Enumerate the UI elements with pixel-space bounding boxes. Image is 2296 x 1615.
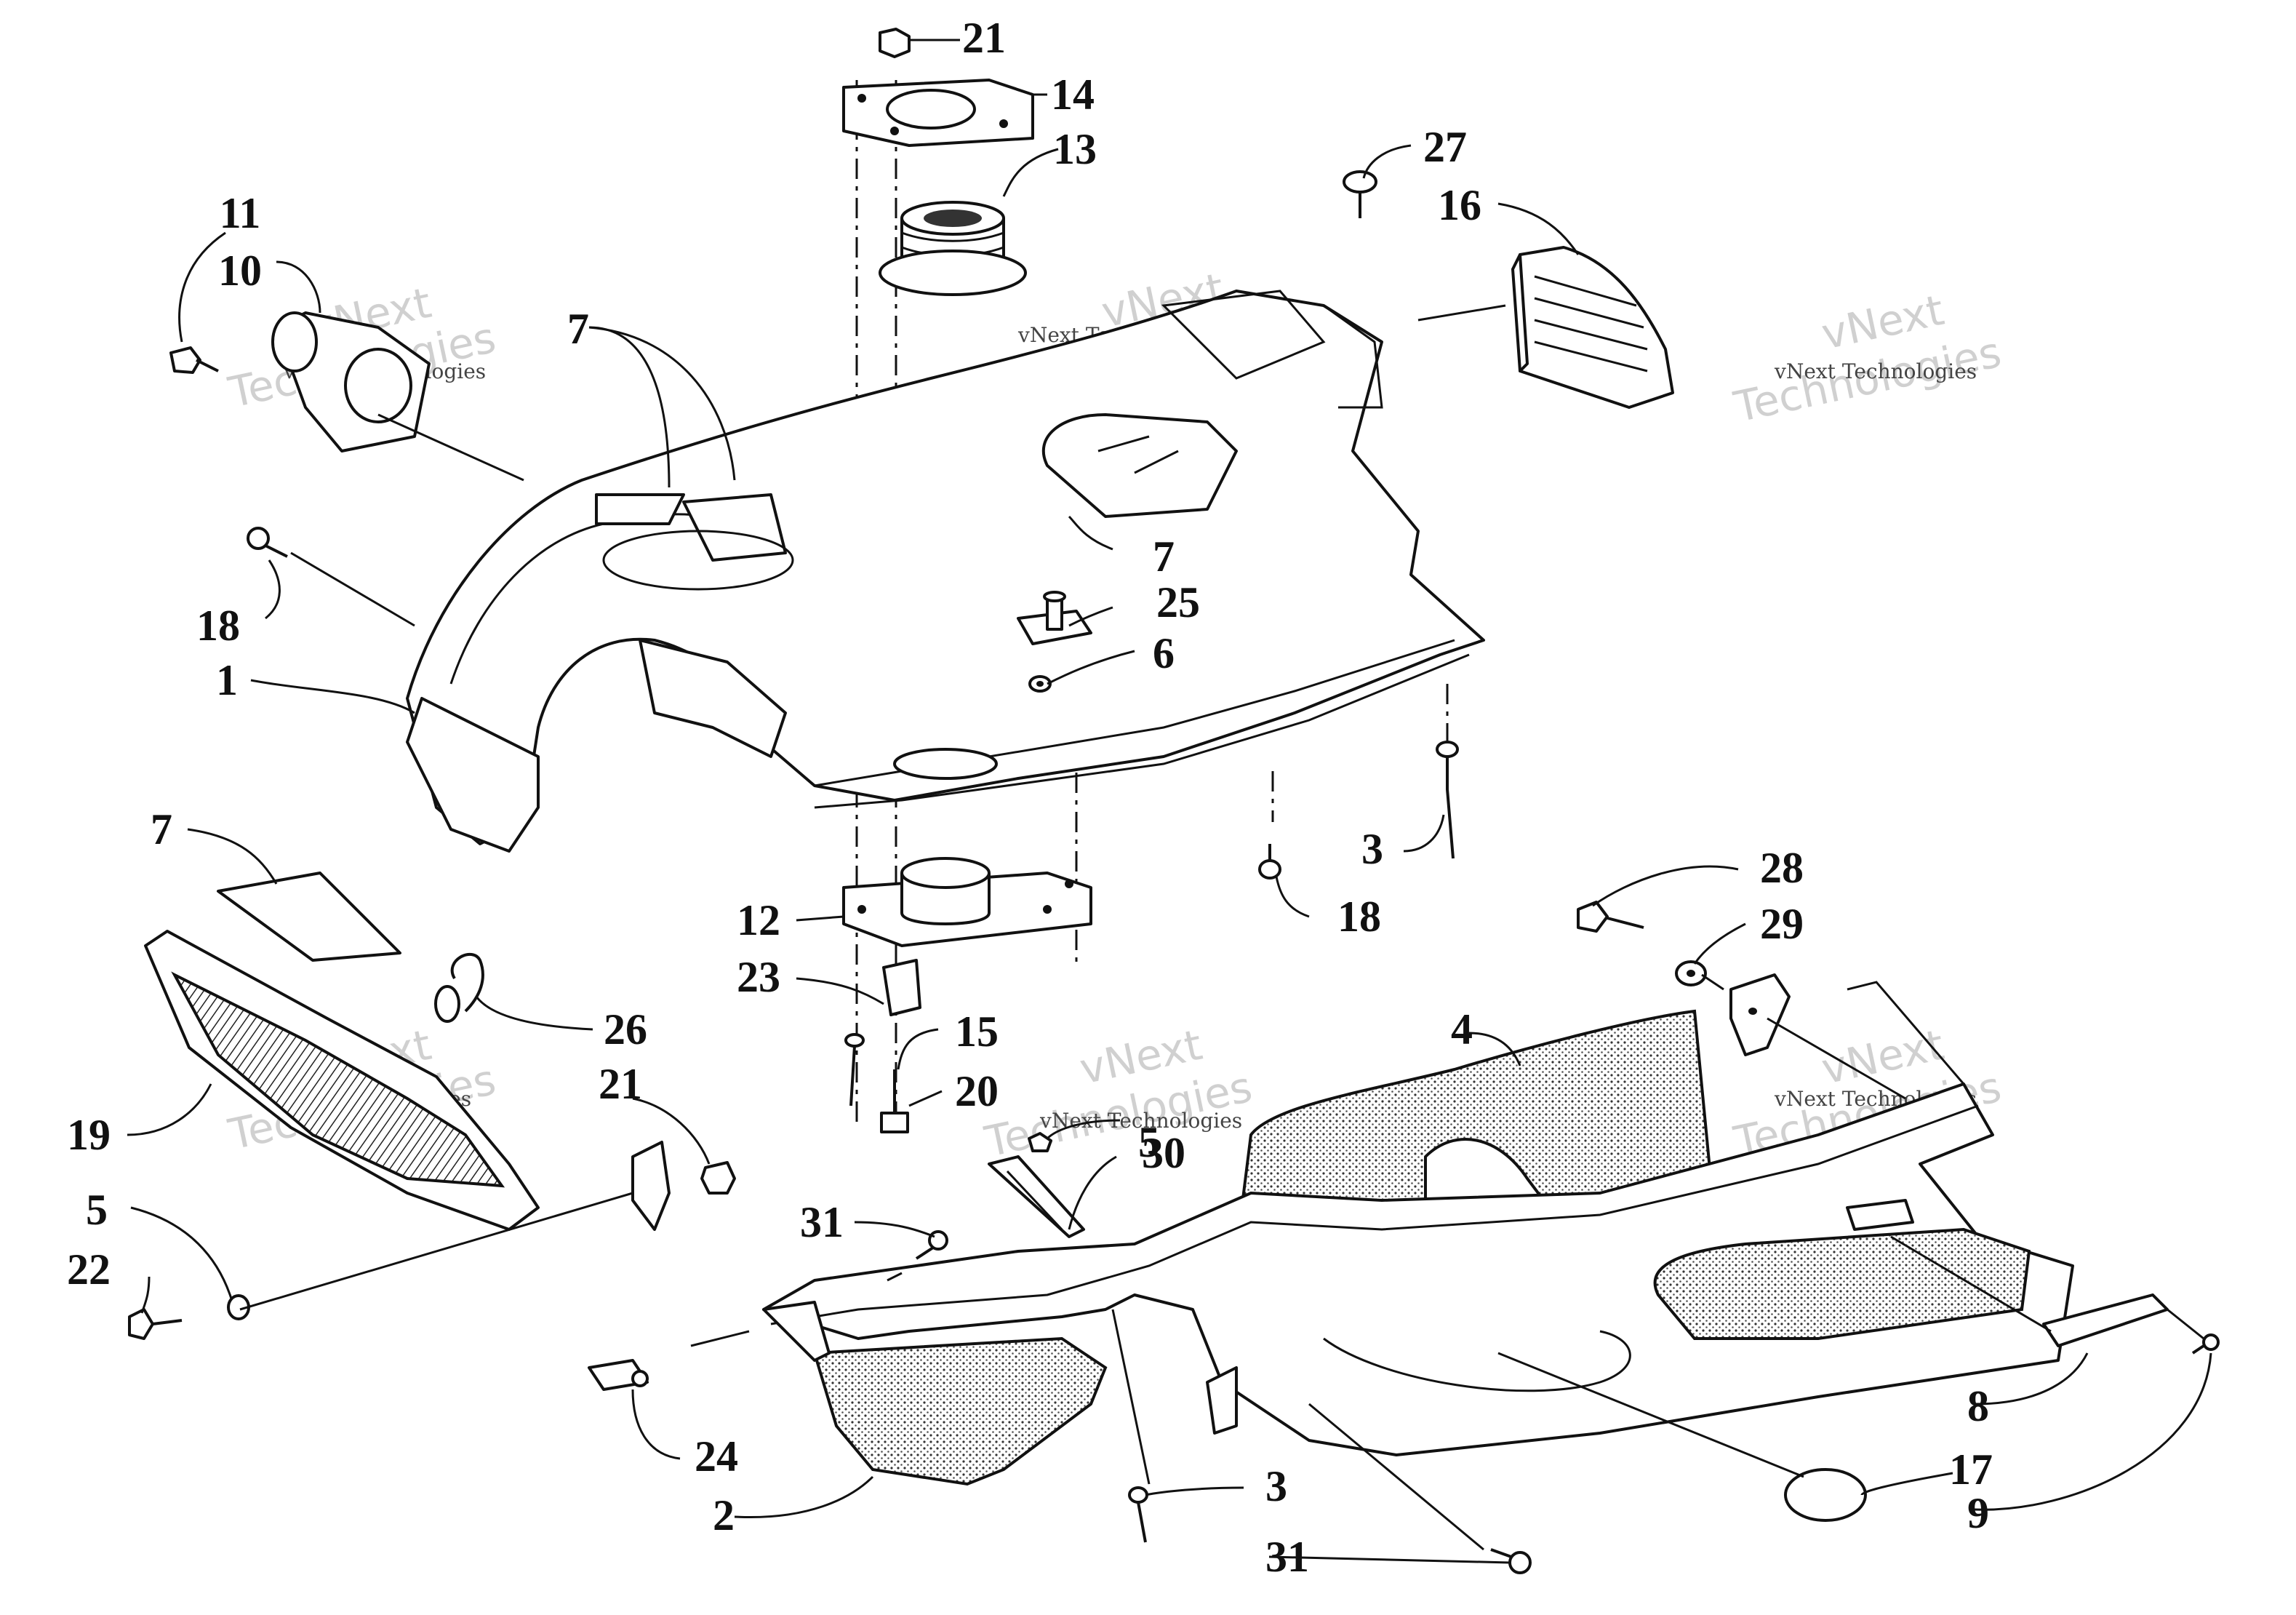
bracket-part-5-right <box>1729 973 1791 1056</box>
side-trim-part-19 <box>144 930 540 1231</box>
headlight-part-10 <box>271 311 431 452</box>
callout-7: 7 <box>151 805 172 853</box>
screw-part-27 <box>1343 170 1377 218</box>
rear-body-part-2 <box>762 981 2074 1456</box>
callout-7: 7 <box>1153 533 1175 581</box>
washer-part-29 <box>1675 960 1707 986</box>
screw-part-18-upper <box>247 527 288 558</box>
bracket-part-24 <box>588 1359 649 1391</box>
callout-31: 31 <box>800 1198 844 1246</box>
callout-5: 5 <box>1138 1118 1160 1166</box>
callout-17: 17 <box>1949 1445 1993 1494</box>
callout-10: 10 <box>218 247 262 295</box>
bracket-part-30 <box>988 1155 1085 1238</box>
rivet-part-3-upper <box>1436 741 1459 859</box>
callout-25: 25 <box>1156 578 1200 626</box>
callout-24: 24 <box>695 1432 738 1480</box>
vent-grille-part-16 <box>1511 246 1674 409</box>
nut-part-21-lower <box>700 1161 736 1195</box>
callout-1: 1 <box>216 656 238 704</box>
bolt-part-28 <box>1577 901 1644 933</box>
rear-body-lower-section <box>762 1301 1108 1486</box>
decal-part-7-lower <box>217 872 401 962</box>
callout-4: 4 <box>1451 1005 1473 1053</box>
callout-22: 22 <box>67 1245 111 1293</box>
callout-30: 30 <box>1142 1129 1185 1177</box>
callout-21: 21 <box>962 14 1006 62</box>
callout-3: 3 <box>1361 825 1383 873</box>
bolt-part-20 <box>880 1069 909 1133</box>
leader-lines <box>127 39 2212 1564</box>
nut-part-5-center <box>1028 1132 1052 1152</box>
screw-part-18-lower <box>1258 844 1281 880</box>
callout-18: 18 <box>1337 893 1381 941</box>
callout-14: 14 <box>1051 71 1095 119</box>
callout-7: 7 <box>567 305 589 353</box>
callout-13: 13 <box>1053 125 1097 173</box>
rivet-part-15 <box>844 1033 865 1106</box>
callout-27: 27 <box>1423 123 1467 171</box>
clip-part-23 <box>882 959 921 1016</box>
clip-part-26 <box>434 952 484 1023</box>
callout-16: 16 <box>1438 181 1481 229</box>
plate-part-12 <box>842 857 1092 947</box>
bolt-part-22 <box>128 1308 183 1340</box>
bracket-part-5 <box>631 1141 671 1231</box>
nut-part-21 <box>879 28 911 58</box>
callout-19: 19 <box>67 1111 111 1159</box>
watermark-caption: vNext Technologies <box>1039 1109 1242 1133</box>
screw-part-31-lower <box>1490 1548 1532 1574</box>
callout-12: 12 <box>737 896 780 944</box>
assembly-lines <box>239 304 2204 1551</box>
callout-8: 8 <box>1967 1382 1989 1430</box>
nose-bracket <box>406 639 787 853</box>
callout-29: 29 <box>1760 900 1804 948</box>
callout-5: 5 <box>86 1186 108 1234</box>
callout-11: 11 <box>220 189 261 237</box>
screw-part-9 <box>2191 1333 2220 1355</box>
belly-pan-part-1 <box>406 290 1485 845</box>
callout-26: 26 <box>604 1005 647 1053</box>
callout-28: 28 <box>1760 844 1804 892</box>
callout-2: 2 <box>713 1491 735 1539</box>
callout-23: 23 <box>737 953 780 1001</box>
watermark-caption: vNext Technologies <box>1774 359 1977 383</box>
plug-part-17 <box>1784 1468 1867 1522</box>
callout-labels: 21 14 13 27 16 11 10 7 7 18 1 25 6 3 18 … <box>67 14 1993 1581</box>
callout-3: 3 <box>1265 1462 1287 1510</box>
callout-6: 6 <box>1153 629 1175 677</box>
mounting-plate-part-14 <box>842 79 1034 147</box>
callout-31: 31 <box>1265 1533 1309 1581</box>
screw-part-11 <box>169 346 219 374</box>
washer-part-6 <box>1028 675 1052 693</box>
rivet-part-3-lower <box>1128 1486 1148 1543</box>
callout-18: 18 <box>196 602 240 650</box>
bellows-part-13 <box>879 201 1027 296</box>
callout-15: 15 <box>955 1008 999 1056</box>
mount-part-25 <box>1017 591 1092 645</box>
callout-21: 21 <box>599 1060 642 1108</box>
callout-20: 20 <box>955 1067 999 1115</box>
callout-9: 9 <box>1967 1489 1989 1537</box>
